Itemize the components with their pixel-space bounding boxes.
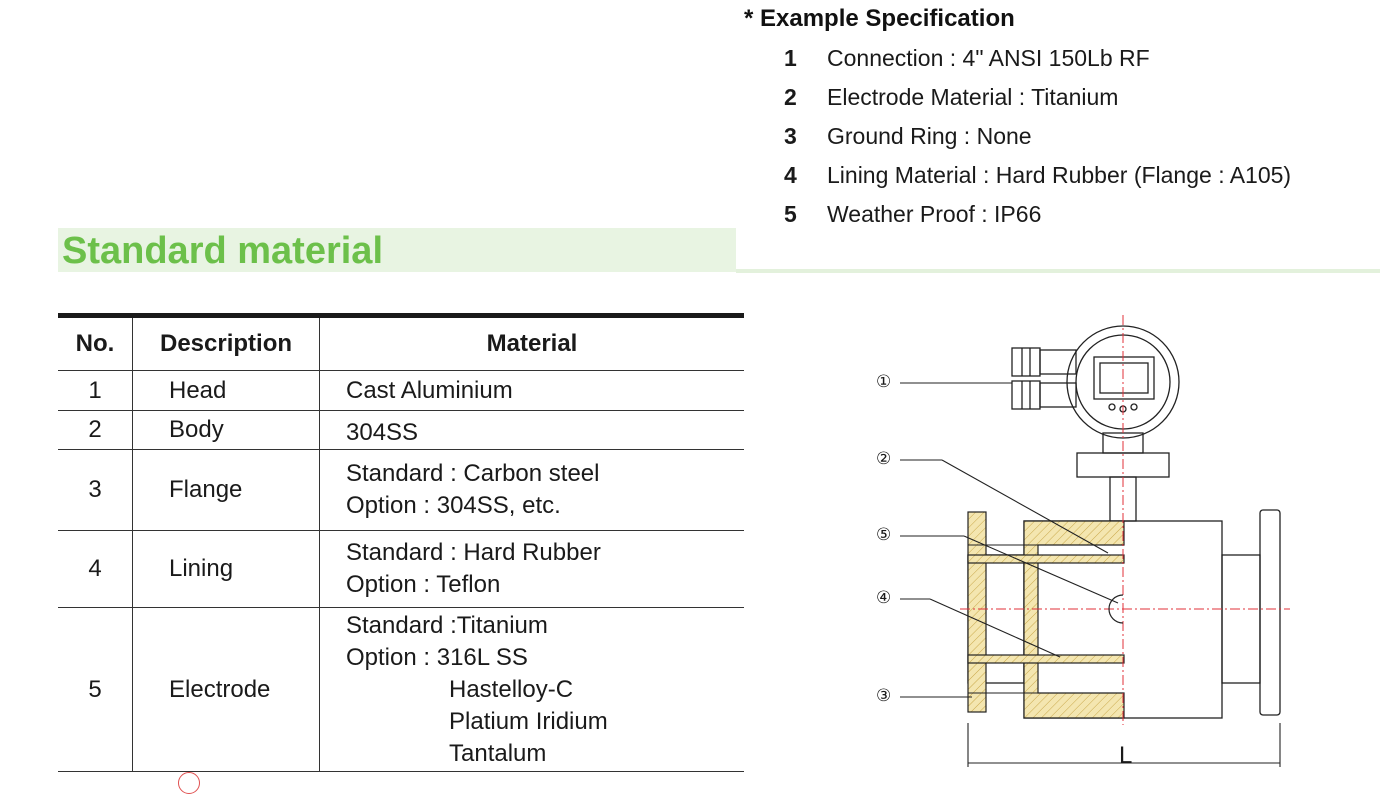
section-divider: [736, 269, 1380, 273]
row-number: 1: [58, 370, 133, 411]
material-line: Hastelloy-C: [449, 675, 574, 703]
material-line: Platium Iridium: [449, 707, 608, 735]
electrode-mark: [1108, 594, 1124, 624]
table-row: 3 Flange Standard : Carbon steel Option …: [58, 449, 744, 531]
row-description: Head: [132, 370, 320, 411]
button-icon: [1108, 403, 1116, 411]
material-line: Standard : Hard Rubber: [346, 539, 601, 566]
spec-item: 4 Lining Material : Hard Rubber (Flange :…: [784, 161, 1291, 200]
column-header-material: Material: [319, 313, 744, 371]
material-table: No. Description Material 1 Head Cast Alu…: [58, 313, 744, 772]
row-material: Standard : Carbon steel Option : 304SS, …: [319, 449, 744, 531]
lining-bottom: [967, 654, 1125, 664]
lining-top: [967, 554, 1125, 564]
registered-mark-icon: [178, 772, 200, 794]
row-description: Flange: [132, 449, 320, 531]
spec-item-text: Electrode Material : Titanium: [827, 84, 1119, 110]
row-description-text: Lining: [169, 555, 234, 582]
column-header-description: Description: [132, 313, 320, 371]
section-band: [58, 228, 736, 272]
material-line: Standard : Carbon steel: [346, 460, 600, 487]
row-number: 3: [58, 449, 133, 531]
spec-item: 2 Electrode Material : Titanium: [784, 83, 1118, 122]
table-row: 5 Electrode Standard :Titanium Option : …: [58, 607, 744, 772]
material-line: Option : 316L SS: [346, 643, 528, 671]
material-line: Standard :Titanium: [346, 611, 548, 639]
row-description-text: Flange: [169, 476, 243, 503]
spec-item-number: 1: [784, 45, 797, 71]
spec-item: 1 Connection : 4" ANSI 150Lb RF: [784, 44, 1150, 83]
callout-3: ③: [876, 686, 892, 706]
dimension-label-l: L: [1119, 742, 1133, 769]
row-description-text: Electrode: [169, 675, 271, 703]
button-icon: [1130, 403, 1138, 411]
spec-item-text: Lining Material : Hard Rubber (Flange : …: [827, 162, 1292, 188]
spec-item-text: Connection : 4" ANSI 150Lb RF: [827, 45, 1150, 71]
row-number: 4: [58, 530, 133, 608]
spec-item-text: Ground Ring : None: [827, 123, 1032, 149]
callout-1: ①: [876, 372, 892, 392]
section-title: Standard material: [62, 230, 383, 272]
spec-item: 3 Ground Ring : None: [784, 122, 1032, 161]
display-screen: [1099, 362, 1149, 394]
spec-item-number: 2: [784, 84, 797, 110]
spec-item-number: 3: [784, 123, 797, 149]
example-spec-title: * Example Specification: [744, 5, 1015, 32]
material-line: Tantalum: [449, 739, 547, 767]
spec-item-text: Weather Proof : IP66: [827, 201, 1042, 227]
row-material: Cast Aluminium: [319, 370, 744, 411]
row-number: 2: [58, 410, 133, 450]
display-window: [1093, 356, 1155, 400]
table-row: 2 Body 304SS: [58, 410, 744, 450]
example-spec: * Example Specification: [744, 4, 1015, 34]
spec-item-number: 4: [784, 162, 797, 188]
row-material: Standard :Titanium Option : 316L SS Hast…: [319, 607, 744, 772]
row-description-text: Head: [169, 376, 227, 404]
row-description: Lining: [132, 530, 320, 608]
material-line: 304SS: [346, 419, 419, 446]
material-line: Option : Teflon: [346, 571, 501, 598]
table-row: 4 Lining Standard : Hard Rubber Option :…: [58, 530, 744, 608]
row-material: Standard : Hard Rubber Option : Teflon: [319, 530, 744, 608]
row-material: 304SS: [319, 410, 744, 450]
table-header-row: No. Description Material: [58, 313, 744, 371]
row-description: Body: [132, 410, 320, 450]
row-number: 5: [58, 607, 133, 772]
spec-item: 5 Weather Proof : IP66: [784, 200, 1041, 239]
row-description: Electrode: [132, 607, 320, 772]
material-line: Option : 304SS, etc.: [346, 492, 561, 519]
material-line: Cast Aluminium: [346, 376, 513, 404]
callout-2: ②: [876, 449, 892, 469]
body-hatch: [1023, 520, 1125, 719]
spec-item-number: 5: [784, 201, 797, 227]
table-row: 1 Head Cast Aluminium: [58, 370, 744, 411]
callout-5: ⑤: [876, 525, 892, 545]
column-header-no: No.: [58, 313, 133, 371]
row-description-text: Body: [169, 416, 224, 443]
flowmeter-drawing: [900, 315, 1290, 767]
callout-4: ④: [876, 588, 892, 608]
